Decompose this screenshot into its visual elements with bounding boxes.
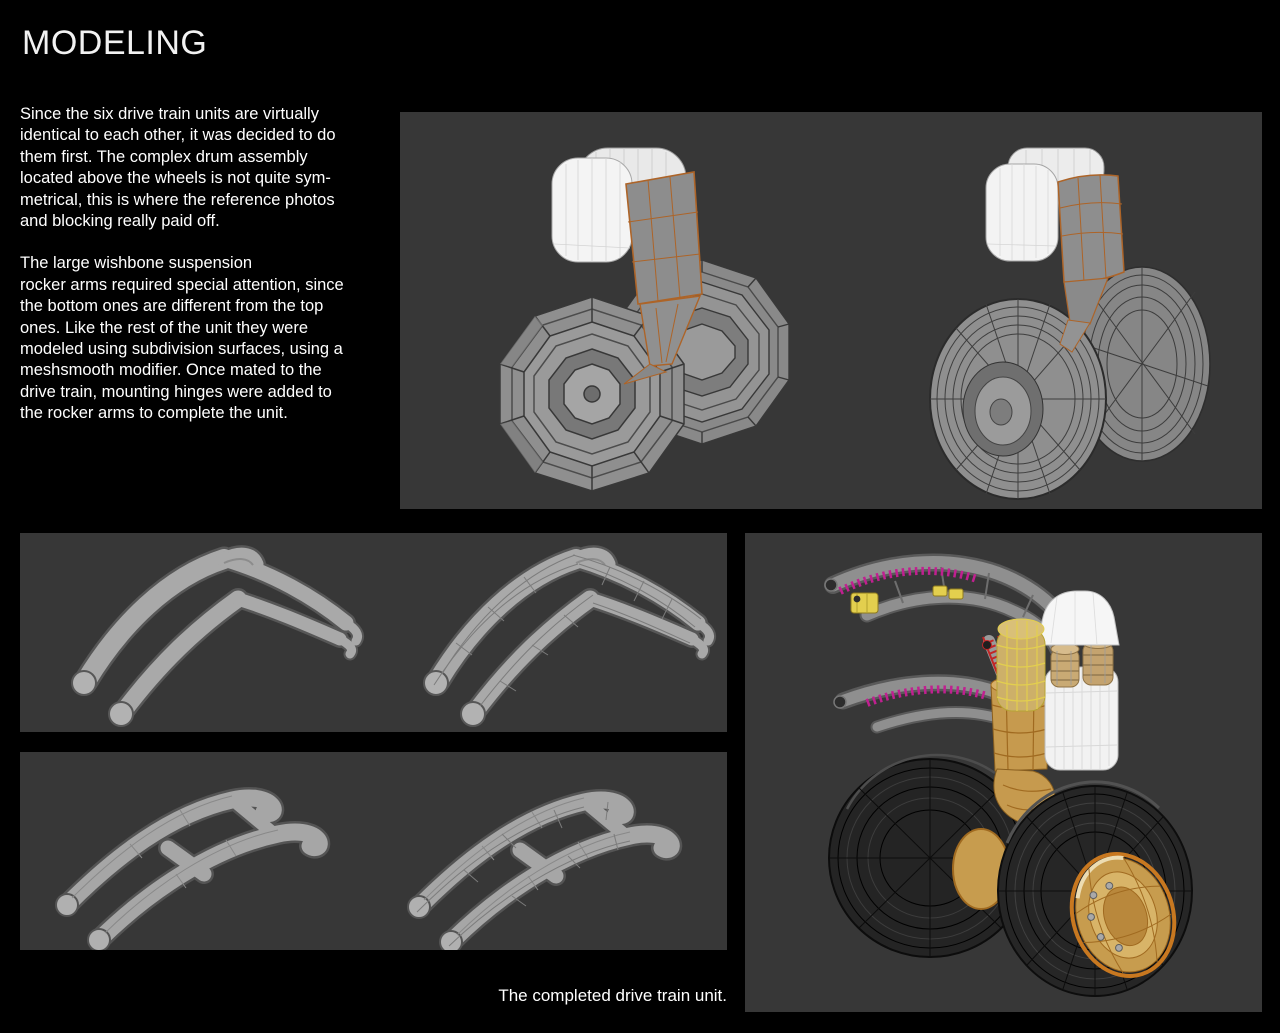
blocked-front-wheel xyxy=(499,296,685,492)
blocked-strut-selected xyxy=(623,171,703,385)
top-rocker-arm-wireframe xyxy=(424,554,710,726)
drum-housing xyxy=(1036,590,1120,771)
front-tire xyxy=(997,780,1193,997)
front-hub xyxy=(1069,852,1177,978)
figure-wheel-assembly-blocked-vs-smoothed xyxy=(400,112,1262,509)
figure-top-rocker-arms xyxy=(20,533,727,732)
top-rocker-arm-render xyxy=(20,533,727,732)
smoothed-drum xyxy=(985,147,1125,353)
paragraph-rocker-arms: The large wishbone suspension rocker arm… xyxy=(20,254,344,423)
bottom-rocker-arm-render xyxy=(20,752,727,950)
mounting-hinge-2 xyxy=(932,585,964,600)
selected-cylinder xyxy=(996,618,1046,712)
blocked-assembly xyxy=(499,147,790,492)
completed-unit-render xyxy=(824,553,1193,997)
figure-caption: The completed drive train unit. xyxy=(498,986,727,1005)
figure-bottom-rocker-arms xyxy=(20,752,727,950)
bottom-rocker-arm-wireframe xyxy=(408,798,671,950)
intro-text: Since the six drive train units are virt… xyxy=(20,104,440,425)
smoothed-rear-tire xyxy=(1073,266,1211,462)
smoothed-front-tire xyxy=(929,298,1107,500)
paragraph-drum-assembly: Since the six drive train units are virt… xyxy=(20,105,336,231)
page-title: MODELING xyxy=(22,24,208,62)
wheel-assembly-render xyxy=(499,147,1211,500)
top-rocker-arm-shaded xyxy=(72,554,358,726)
smoothed-assembly xyxy=(929,147,1211,500)
figure-completed-drive-train-unit xyxy=(745,533,1262,1012)
bottom-rocker-arm-blocked xyxy=(56,796,319,950)
mounting-hinge-1 xyxy=(850,592,879,614)
hub-bolts xyxy=(1087,881,1123,952)
drum-cap xyxy=(1036,590,1120,646)
